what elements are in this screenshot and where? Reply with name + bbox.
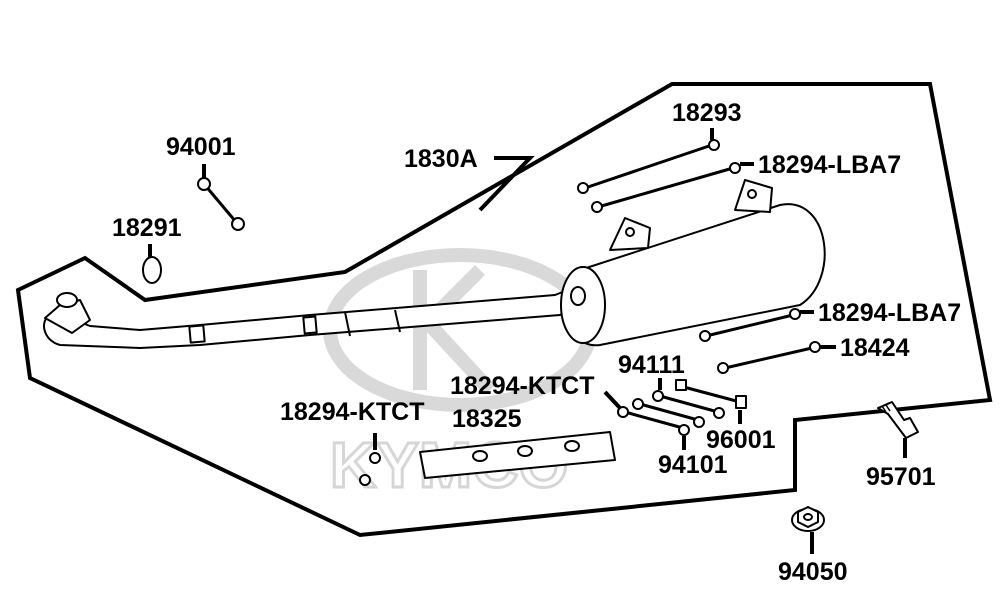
bolt-cluster [617,379,747,436]
assembly-boundary [15,82,993,538]
label-18424: 18424 [840,334,910,362]
leader-lines [148,128,907,554]
label-18325: 18325 [452,405,522,433]
label-94111: 94111 [618,351,685,379]
exhaust-pipe [43,284,586,349]
muffler [560,179,826,347]
flange-nut-icon [791,506,825,532]
flange-bolt-icon [877,401,919,439]
washer-nut-icon [359,452,381,486]
label-18291: 18291 [112,214,182,242]
label-1830A: 1830A [404,145,478,173]
label-95701: 95701 [866,463,936,491]
label-18294-LBA7-mid: 18294-LBA7 [818,299,961,327]
label-96001: 96001 [706,426,776,454]
stud-nut-icon [197,177,245,231]
label-94101: 94101 [658,451,728,479]
label-18293: 18293 [672,99,742,127]
heat-shield [419,431,616,479]
bolt-rods-top [577,139,741,213]
label-94050: 94050 [778,558,848,586]
gasket-icon [142,256,162,284]
label-94001: 94001 [166,133,236,161]
label-18294-KTCT-left: 18294-KTCT [280,398,425,426]
label-18294-KTCT-right: 18294-KTCT [450,372,595,400]
label-18294-LBA7-top: 18294-LBA7 [758,151,901,179]
